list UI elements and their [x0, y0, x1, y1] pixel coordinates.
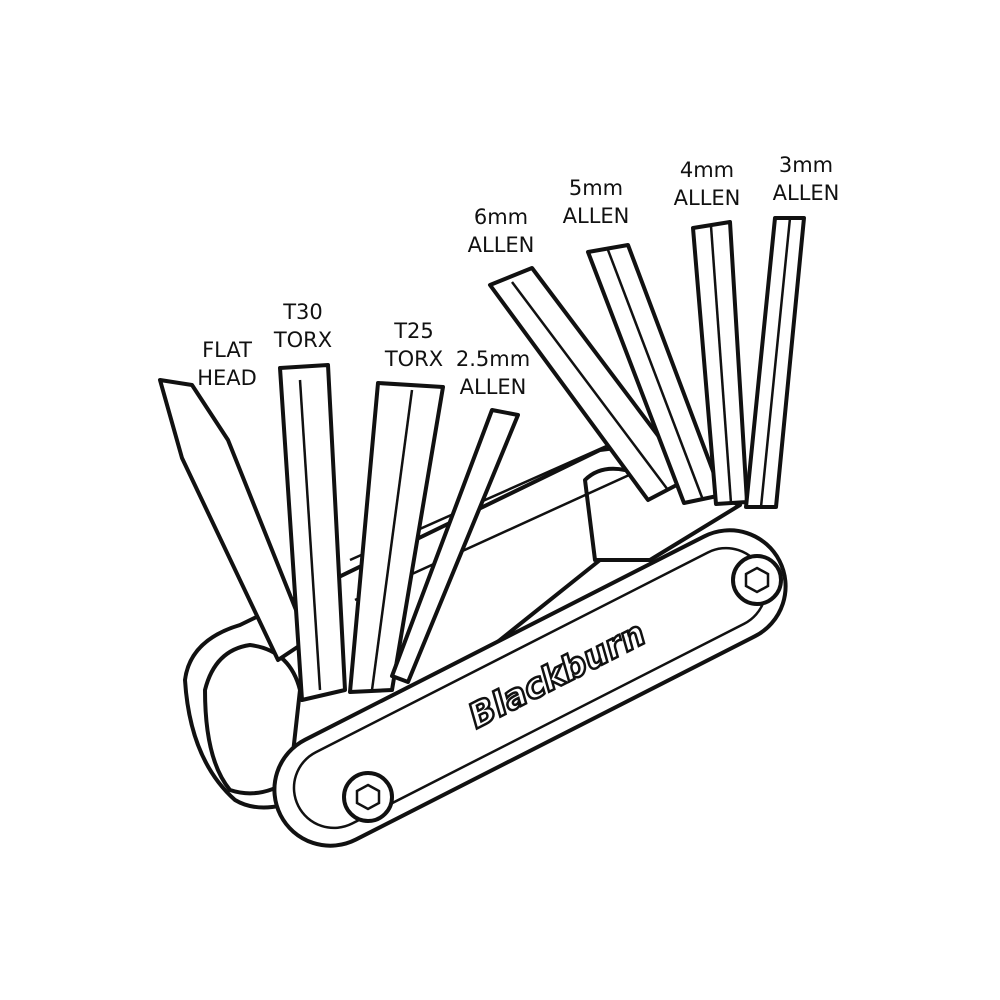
- label-line-2: TORX: [384, 347, 444, 371]
- hex-socket-icon: [355, 783, 381, 811]
- label-line-1: 5mm: [568, 176, 624, 200]
- label-line-1: 6mm: [473, 205, 529, 229]
- bit-edge-line: [370, 389, 414, 691]
- bit-edge-line: [606, 249, 705, 501]
- label-line-2: ALLEN: [467, 233, 535, 257]
- label-line-2: ALLEN: [562, 204, 630, 228]
- label-line-1: 4mm: [679, 158, 735, 182]
- hex-socket-icon: [744, 566, 770, 594]
- allen-2-5mm-bit: [390, 408, 520, 684]
- label-line-1: T30: [283, 300, 323, 324]
- label-line-1: 3mm: [778, 153, 834, 177]
- label-line-1: T25: [394, 319, 434, 343]
- label-line-2: TORX: [273, 328, 333, 352]
- label-flat-head: FLAT HEAD: [197, 336, 257, 392]
- bit-edge-line: [298, 379, 322, 691]
- t25-torx-bit: [348, 381, 445, 694]
- label-line-1: FLAT: [202, 338, 252, 362]
- t30-torx-bit: [278, 363, 347, 702]
- front-plate: [272, 528, 788, 848]
- pivot-bolt-left: [342, 771, 394, 823]
- label-line-1: 2.5mm: [455, 347, 531, 371]
- label-line-2: ALLEN: [673, 186, 741, 210]
- bit-edge-line: [511, 281, 669, 491]
- label-line-2: HEAD: [197, 366, 257, 390]
- pivot-bolt-right: [731, 554, 783, 606]
- label-line-2: ALLEN: [459, 375, 527, 399]
- bit-edge-line: [709, 225, 733, 504]
- label-line-2: ALLEN: [772, 181, 840, 205]
- bit-edge-line: [759, 217, 792, 508]
